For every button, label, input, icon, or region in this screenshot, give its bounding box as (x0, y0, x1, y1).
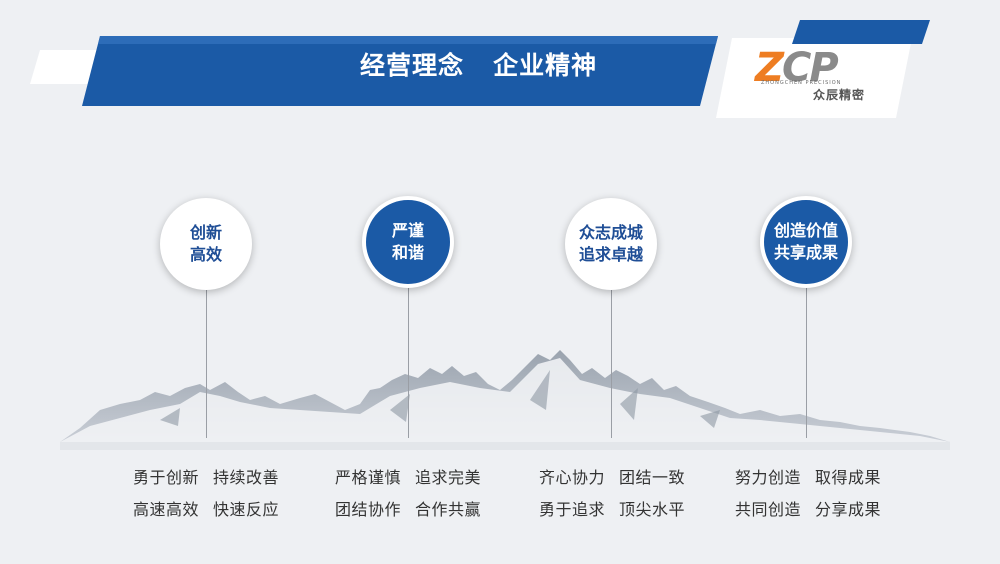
motto-3-4: 顶尖水平 (619, 500, 686, 519)
motto-group-2: 严格谨慎追求完美 团结协作合作共赢 (308, 462, 508, 526)
value-circle-4: 创造价值共享成果 (760, 196, 852, 288)
motto-group-3: 齐心协力团结一致 勇于追求顶尖水平 (512, 462, 712, 526)
header-banner (30, 20, 930, 118)
logo-letter-z: Z (755, 45, 784, 91)
mountain-base (60, 442, 950, 450)
value-circle-3-line-2: 追求卓越 (578, 245, 643, 264)
motto-group-4: 努力创造取得成果 共同创造分享成果 (708, 462, 908, 526)
motto-1-4: 快速反应 (213, 500, 280, 519)
value-circle-1-line-2: 高效 (189, 245, 222, 264)
motto-4-3: 共同创造 (734, 500, 801, 519)
logo-english-name: ZHONGCHEN PRECISION (761, 80, 842, 86)
value-circle-3: 众志成城追求卓越 (565, 198, 657, 290)
banner-right-blue-accent (792, 20, 930, 44)
value-circle-1-line-1: 创新 (189, 223, 222, 242)
motto-1-3: 高速高效 (132, 500, 199, 519)
motto-1-1: 勇于创新 (132, 468, 199, 487)
stem-4 (806, 286, 807, 438)
page-title: 经营理念 企业精神 (360, 51, 598, 80)
value-circle-2: 严谨和谐 (362, 196, 454, 288)
banner-left-white-strip (30, 50, 108, 84)
banner-blue-highlight (98, 36, 718, 44)
logo-panel (716, 38, 912, 118)
logo-letters: ZCP (755, 45, 839, 91)
logo-letter-p: P (809, 45, 838, 91)
mountain-range-image (60, 350, 950, 450)
motto-4-2: 取得成果 (815, 468, 882, 487)
value-circle-3-line-1: 众志成城 (578, 223, 643, 242)
value-circle-4-line-1: 创造价值 (773, 221, 838, 240)
motto-2-1: 严格谨慎 (334, 468, 401, 487)
banner-blue-band (82, 36, 718, 106)
company-logo: ZCP ZHONGCHEN PRECISION 众辰精密 (745, 42, 895, 108)
motto-3-2: 团结一致 (619, 468, 686, 487)
value-circle-2-line-2: 和谐 (391, 243, 424, 262)
stem-2 (408, 286, 409, 438)
motto-1-2: 持续改善 (213, 468, 280, 487)
value-circle-4-line-2: 共享成果 (773, 243, 838, 262)
stem-1 (206, 290, 207, 438)
motto-group-1: 勇于创新持续改善 高速高效快速反应 (106, 462, 306, 526)
motto-3-3: 勇于追求 (538, 500, 605, 519)
motto-4-4: 分享成果 (815, 500, 882, 519)
logo-chinese-name: 众辰精密 (813, 88, 866, 102)
motto-3-1: 齐心协力 (538, 468, 605, 487)
value-circle-1: 创新高效 (160, 198, 252, 290)
mountain-snow (60, 358, 950, 442)
motto-2-4: 合作共赢 (415, 500, 482, 519)
motto-2-3: 团结协作 (334, 500, 401, 519)
motto-2-2: 追求完美 (415, 468, 482, 487)
motto-4-1: 努力创造 (734, 468, 801, 487)
value-circle-2-line-1: 严谨 (391, 221, 424, 240)
logo-letter-c: C (782, 45, 811, 91)
stem-3 (611, 290, 612, 438)
